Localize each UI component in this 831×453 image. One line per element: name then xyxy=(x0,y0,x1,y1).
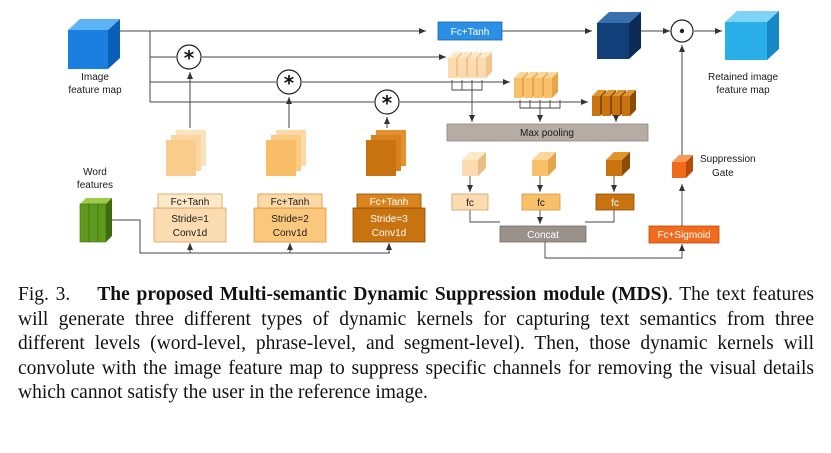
conv1-fc-label: Fc+Tanh xyxy=(171,197,210,208)
suppressed-feature-cube xyxy=(597,12,641,59)
mds-diagram: Image feature map Fc+Tanh Retained image… xyxy=(68,11,779,259)
fc-tanh-top-label: Fc+Tanh xyxy=(451,27,490,38)
conv3-stride-label: Stride=3 xyxy=(370,214,408,225)
suppression-gate-vector xyxy=(672,155,693,178)
suppression-gate-label-line2: Gate xyxy=(712,168,734,179)
convolution-icon-1 xyxy=(176,44,202,70)
conv-output-slices-2 xyxy=(514,72,558,98)
pooled-vector-1 xyxy=(462,152,486,176)
image-feature-label-line2: feature map xyxy=(68,85,122,96)
caption-body: . The text features will generate three … xyxy=(18,284,814,403)
pooled-vector-3 xyxy=(606,152,630,176)
suppression-gate-label-line1: Suppression xyxy=(700,154,756,165)
max-pooling-label: Max pooling xyxy=(520,128,574,139)
conv1-stride-label: Stride=1 xyxy=(171,214,209,225)
caption-prefix: Fig. 3. xyxy=(18,284,71,305)
conv1-conv-label: Conv1d xyxy=(173,228,207,239)
retained-label-line1: Retained image xyxy=(708,72,778,83)
conv2-stride-label: Stride=2 xyxy=(271,214,309,225)
conv2-conv-label: Conv1d xyxy=(273,228,307,239)
convolution-icon-2 xyxy=(276,69,302,95)
conv-box-3 xyxy=(352,193,426,243)
concat-box xyxy=(499,225,587,243)
conv2-fc-label: Fc+Tanh xyxy=(271,197,310,208)
conv-box-2 xyxy=(253,193,327,243)
kernel-stack-2 xyxy=(266,130,306,176)
fc-label-1: fc xyxy=(466,198,474,209)
image-feature-lines xyxy=(120,28,722,105)
word-features-label-line1: Word xyxy=(83,167,107,178)
figure-caption: Fig. 3. The proposed Multi-semantic Dyna… xyxy=(18,283,814,406)
fc-box-1 xyxy=(451,193,489,211)
conv3-fc-label: Fc+Tanh xyxy=(370,197,409,208)
kernel-stack-3 xyxy=(366,130,406,176)
fc-label-3: fc xyxy=(611,198,619,209)
word-features-block xyxy=(79,198,112,243)
max-pooling-bar xyxy=(446,123,649,142)
word-features-label-line2: features xyxy=(77,180,113,191)
conv3-conv-label: Conv1d xyxy=(372,228,406,239)
conv-output-slices-1 xyxy=(448,52,492,78)
fc-sigmoid-box xyxy=(648,225,720,244)
fc-box-2 xyxy=(521,193,561,211)
convolution-symbol-1: * xyxy=(184,46,195,70)
kernel-stack-1 xyxy=(166,130,206,176)
image-feature-label-line1: Image xyxy=(81,72,109,83)
fc-label-2: fc xyxy=(537,198,545,209)
convolution-symbol-2: * xyxy=(284,71,295,95)
convolution-icon-3 xyxy=(374,89,400,115)
image-feature-map-cube xyxy=(68,19,120,69)
conv-box-1 xyxy=(153,193,227,243)
fc-box-3 xyxy=(595,193,635,211)
retained-feature-cube xyxy=(725,11,779,60)
retained-label-line2: feature map xyxy=(716,85,770,96)
conv-output-slices-3 xyxy=(592,90,636,116)
fc-tanh-top-box xyxy=(437,21,503,41)
fc-sigmoid-label: Fc+Sigmoid xyxy=(657,230,710,241)
caption-title: The proposed Multi-semantic Dynamic Supp… xyxy=(97,284,668,305)
concat-label: Concat xyxy=(527,230,559,241)
convolution-symbol-3: * xyxy=(382,91,393,115)
pooled-vector-2 xyxy=(532,152,556,176)
